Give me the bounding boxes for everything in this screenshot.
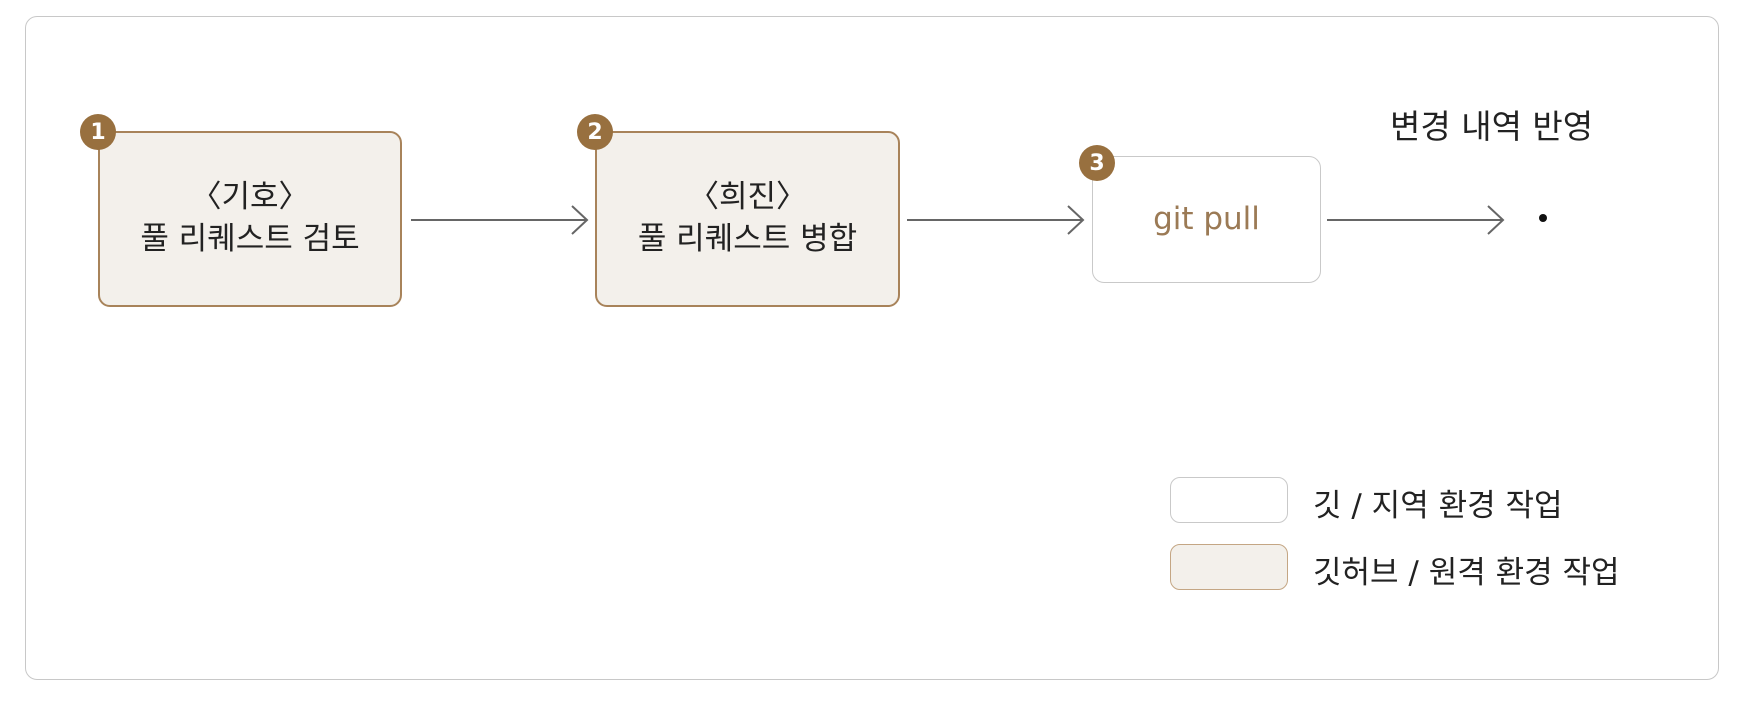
result-label: 변경 내역 반영 (1390, 107, 1594, 146)
step-2-action: 풀 리퀘스트 병합 (637, 221, 858, 257)
step-3-badge: 3 (1079, 145, 1115, 181)
arrow-3-to-result (1327, 205, 1505, 235)
step-2-actor: 〈희진〉 (687, 179, 808, 216)
step-1-actor: 〈기호〉 (190, 179, 310, 216)
arrow-2-to-3 (907, 205, 1085, 235)
step-1-action: 풀 리퀘스트 검토 (140, 221, 360, 257)
legend-label-remote: 깃허브 / 원격 환경 작업 (1313, 555, 1620, 591)
diagram-frame (25, 16, 1719, 680)
legend-swatch-local (1170, 477, 1288, 523)
step-3-box: git pull (1092, 156, 1321, 283)
result-dot (1539, 214, 1547, 222)
legend-swatch-remote (1170, 544, 1288, 590)
step-2-badge: 2 (577, 114, 613, 150)
legend-label-local: 깃 / 지역 환경 작업 (1313, 488, 1563, 524)
step-1-badge: 1 (80, 114, 116, 150)
step-1-box: 〈기호〉 풀 리퀘스트 검토 (98, 131, 402, 307)
step-3-command: git pull (1153, 200, 1260, 237)
step-2-box: 〈희진〉 풀 리퀘스트 병합 (595, 131, 900, 307)
arrow-1-to-2 (411, 205, 589, 235)
